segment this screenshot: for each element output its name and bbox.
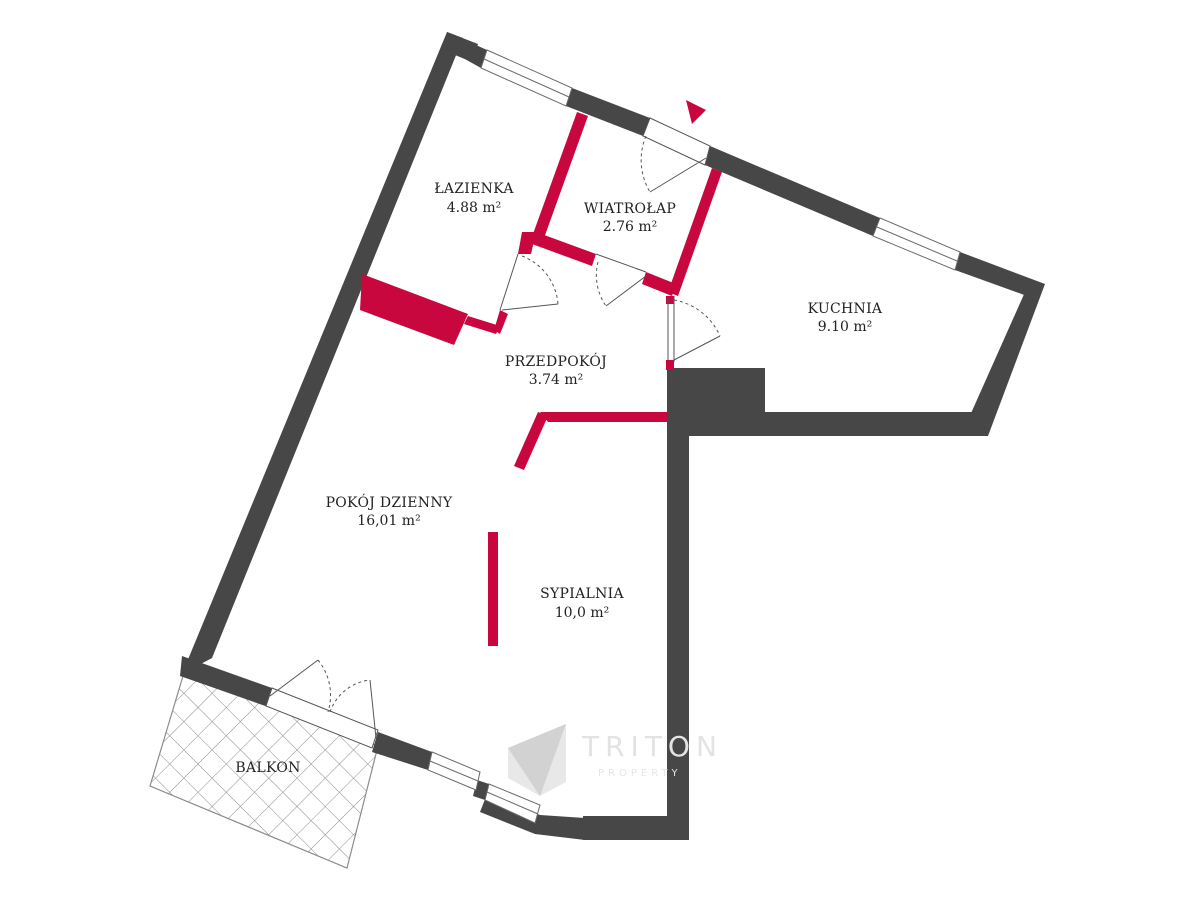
room-name-balkon: BALKON [235, 760, 300, 776]
room-labels: ŁAZIENKA 4.88 m² WIATROŁAP 2.76 m² KUCHN… [235, 181, 883, 776]
outer-walls [180, 32, 1045, 840]
inner-walls [360, 112, 722, 646]
room-name-lazienka: ŁAZIENKA [434, 181, 514, 197]
watermark-brand: TRITON [581, 730, 723, 763]
room-name-kuchnia: KUCHNIA [808, 301, 883, 317]
room-name-przedpokoj: PRZEDPOKÓJ [505, 352, 607, 370]
windows [427, 49, 961, 824]
room-area-wiatrolap: 2.76 m² [603, 219, 658, 235]
room-area-lazienka: 4.88 m² [447, 200, 502, 216]
room-area-przedpokoj: 3.74 m² [529, 372, 584, 388]
watermark: TRITON PROPERTY [508, 724, 723, 796]
room-name-wiatrolap: WIATROŁAP [584, 201, 676, 217]
room-area-kuchnia: 9.10 m² [818, 319, 873, 335]
room-name-pokoj-dzienny: POKÓJ DZIENNY [326, 493, 453, 511]
entrance-marker-icon [686, 100, 706, 124]
room-area-pokoj-dzienny: 16,01 m² [357, 513, 420, 529]
inner-doors [265, 253, 721, 749]
room-area-sypialnia: 10,0 m² [555, 605, 610, 621]
entrance-door [640, 117, 711, 193]
watermark-sub: PROPERTY [598, 768, 682, 779]
room-name-sypialnia: SYPIALNIA [540, 586, 624, 602]
